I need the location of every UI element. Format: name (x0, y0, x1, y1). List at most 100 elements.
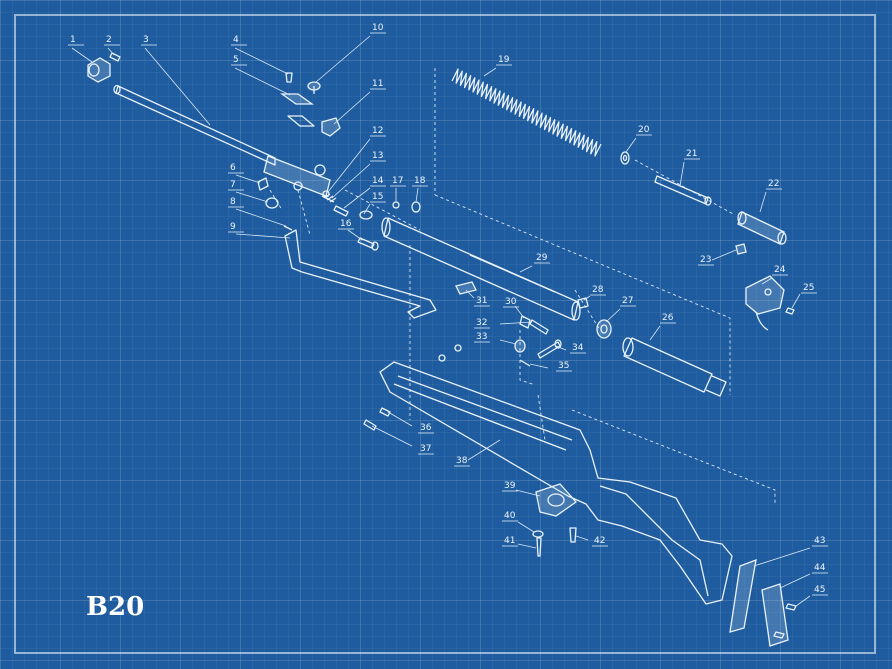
leader-line-41 (517, 543, 537, 549)
part-number-42: 42 (594, 536, 605, 546)
part-number-1: 1 (70, 35, 76, 45)
part-7-washer (265, 197, 279, 209)
part-17-nut (392, 201, 400, 209)
part-number-5: 5 (233, 55, 239, 65)
part-43-butt-spacer (729, 558, 757, 633)
part-number-12: 12 (372, 126, 383, 136)
leader-line-44 (779, 573, 811, 589)
part-number-27: 27 (622, 296, 633, 306)
part-38-stock (379, 361, 733, 605)
part-42-screw (569, 527, 577, 543)
part-number-13: 13 (372, 151, 383, 161)
part-26-piston (622, 337, 727, 397)
leader-line-21 (679, 161, 685, 187)
part-29-compression-tube (381, 217, 581, 321)
part-number-40: 40 (504, 511, 516, 521)
leader-line-8 (235, 208, 287, 227)
part-number-35: 35 (558, 361, 569, 371)
leader-line-22 (759, 191, 767, 213)
part-number-17: 17 (392, 176, 403, 186)
part-number-9: 9 (230, 222, 236, 232)
leader-line-36 (387, 411, 413, 427)
part-19-mainspring (451, 68, 602, 157)
leader-line-28 (583, 295, 591, 301)
leader-line-19 (483, 67, 497, 77)
leader-line-37 (371, 425, 413, 447)
leader-line-16 (347, 229, 363, 241)
part-number-33: 33 (476, 332, 487, 342)
part-31-latch (455, 281, 477, 295)
border-frame (14, 14, 876, 654)
leader-line-13 (331, 163, 371, 199)
part-24-trigger-assembly (745, 275, 785, 331)
part-3-barrel (113, 84, 276, 166)
part-number-31: 31 (476, 296, 487, 306)
part-2-screw (109, 52, 121, 62)
part-number-45: 45 (814, 585, 825, 595)
part-6-pin (257, 177, 269, 191)
part-number-10: 10 (372, 23, 384, 33)
part-number-43: 43 (814, 536, 825, 546)
leader-line-20 (625, 137, 637, 153)
part-number-19: 19 (498, 55, 510, 65)
part-10-sight-knob (307, 81, 321, 94)
part-9-cocking-lever (284, 229, 437, 319)
part-number-7: 7 (230, 180, 236, 190)
part-number-28: 28 (592, 285, 604, 295)
part-32-screw (529, 319, 549, 335)
leader-line-39 (515, 489, 541, 497)
part-number-23: 23 (700, 255, 711, 265)
leader-line-31 (465, 289, 475, 299)
leader-line-42 (575, 535, 589, 541)
leader-line-26 (649, 325, 661, 341)
part-number-21: 21 (686, 149, 697, 159)
part-number-4: 4 (233, 35, 239, 45)
part-number-37: 37 (420, 444, 431, 454)
part-number-34: 34 (572, 343, 584, 353)
part-14-pin (333, 205, 349, 217)
leader-line-15 (363, 203, 371, 215)
assembly-lines (269, 68, 776, 505)
barrel-block (263, 155, 331, 197)
leader-line-25 (791, 293, 801, 309)
part-15-pivot (359, 210, 373, 220)
part-number-20: 20 (638, 125, 650, 135)
leader-line-40 (517, 521, 535, 533)
part-21-spring-guide (654, 175, 712, 206)
part-number-2: 2 (106, 35, 112, 45)
leader-line-6 (235, 174, 261, 184)
part-number-16: 16 (340, 219, 352, 229)
leader-line-27 (605, 308, 621, 323)
part-number-14: 14 (372, 176, 384, 186)
part-number-39: 39 (504, 481, 516, 491)
part-number-41: 41 (504, 536, 515, 546)
part-25-screw (785, 307, 795, 315)
leader-line-45 (795, 595, 811, 607)
leader-line-35 (529, 363, 549, 369)
part-number-3: 3 (143, 35, 149, 45)
leader-line-23 (711, 249, 737, 261)
part-number-18: 18 (414, 176, 426, 186)
leader-line-30 (514, 305, 525, 319)
leader-line-14 (343, 187, 371, 209)
part-20-washer (620, 151, 630, 165)
part-34-screw (537, 339, 562, 359)
part-41-screw (536, 537, 542, 557)
leader-line-11 (333, 91, 371, 125)
part-39-trigger-guard (535, 483, 577, 517)
leader-line-43 (753, 547, 811, 567)
part-22-end-cap (737, 211, 787, 245)
part-number-30: 30 (505, 297, 517, 307)
part-35-pin (519, 359, 531, 367)
part-number-6: 6 (230, 163, 236, 173)
part-number-29: 29 (536, 253, 548, 263)
part-number-38: 38 (456, 456, 468, 466)
part-33-button (514, 339, 526, 353)
part-36-screw (379, 407, 391, 417)
leader-line-2 (107, 47, 115, 56)
leader-line-32 (499, 321, 533, 325)
part-number-8: 8 (230, 197, 236, 207)
part-16-screw (357, 237, 379, 251)
part-8-pin (283, 225, 293, 231)
